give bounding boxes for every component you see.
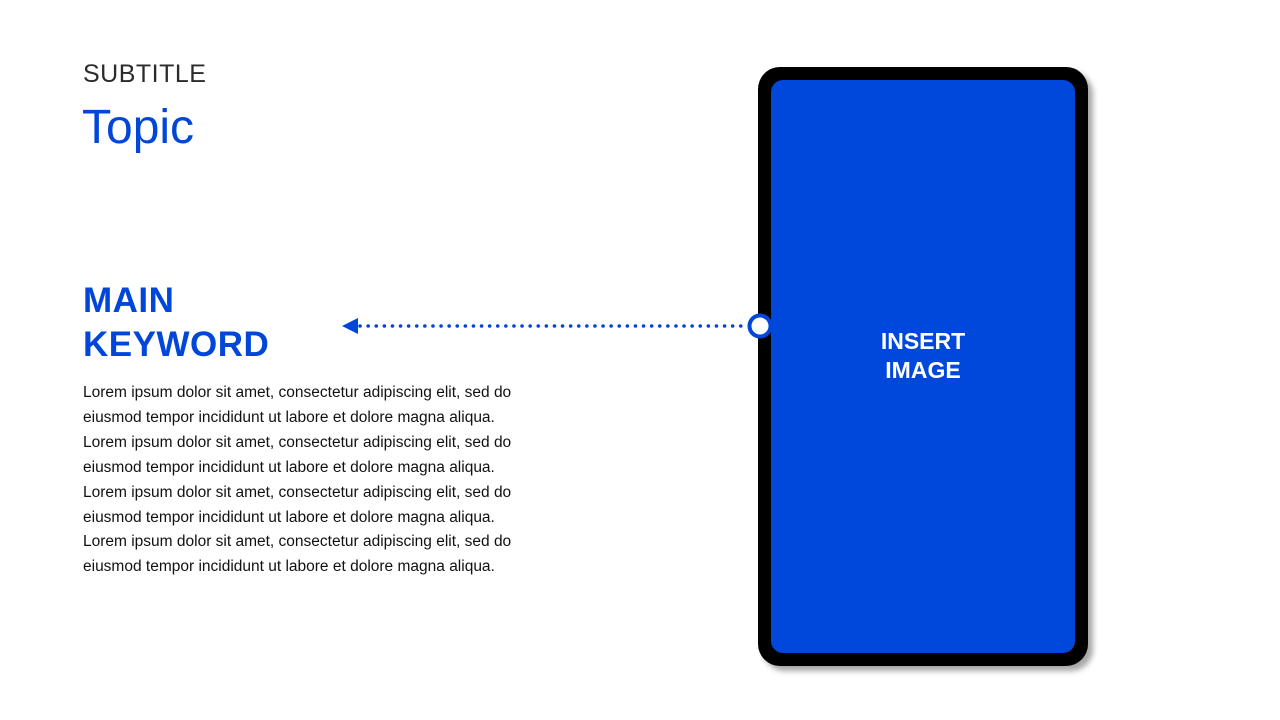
body-line: Lorem ipsum dolor sit amet, consectetur … [83,533,512,551]
body-line: eiusmod tempor incididunt ut labore et d… [83,408,495,426]
image-placeholder[interactable]: INSERT IMAGE [771,80,1075,653]
insert-label: INSERT [880,327,966,354]
connector-dot-icon [747,313,773,339]
body-line: eiusmod tempor incididunt ut labore et d… [83,508,495,526]
body-line: Lorem ipsum dolor sit amet, consectetur … [83,433,512,451]
body-line: eiusmod tempor incididunt ut labore et d… [83,558,495,576]
keyword-line-2: KEYWORD [83,325,270,364]
body-line: eiusmod tempor incididunt ut labore et d… [83,458,495,476]
arrow-head-icon [342,318,358,334]
body-line: Lorem ipsum dolor sit amet, consectetur … [83,384,512,401]
body-text: Lorem ipsum dolor sit amet, consectetur … [83,381,613,580]
insert-image-label: INSERT IMAGE [881,327,965,385]
page-title: Topic [82,101,195,154]
keyword-line-1: MAIN [83,281,175,320]
phone-mockup: INSERT IMAGE [758,67,1088,666]
subtitle: SUBTITLE [83,60,207,88]
main-keyword: MAIN KEYWORD [83,279,269,367]
image-label: IMAGE [885,356,961,383]
body-line: Lorem ipsum dolor sit amet, consectetur … [83,483,512,501]
